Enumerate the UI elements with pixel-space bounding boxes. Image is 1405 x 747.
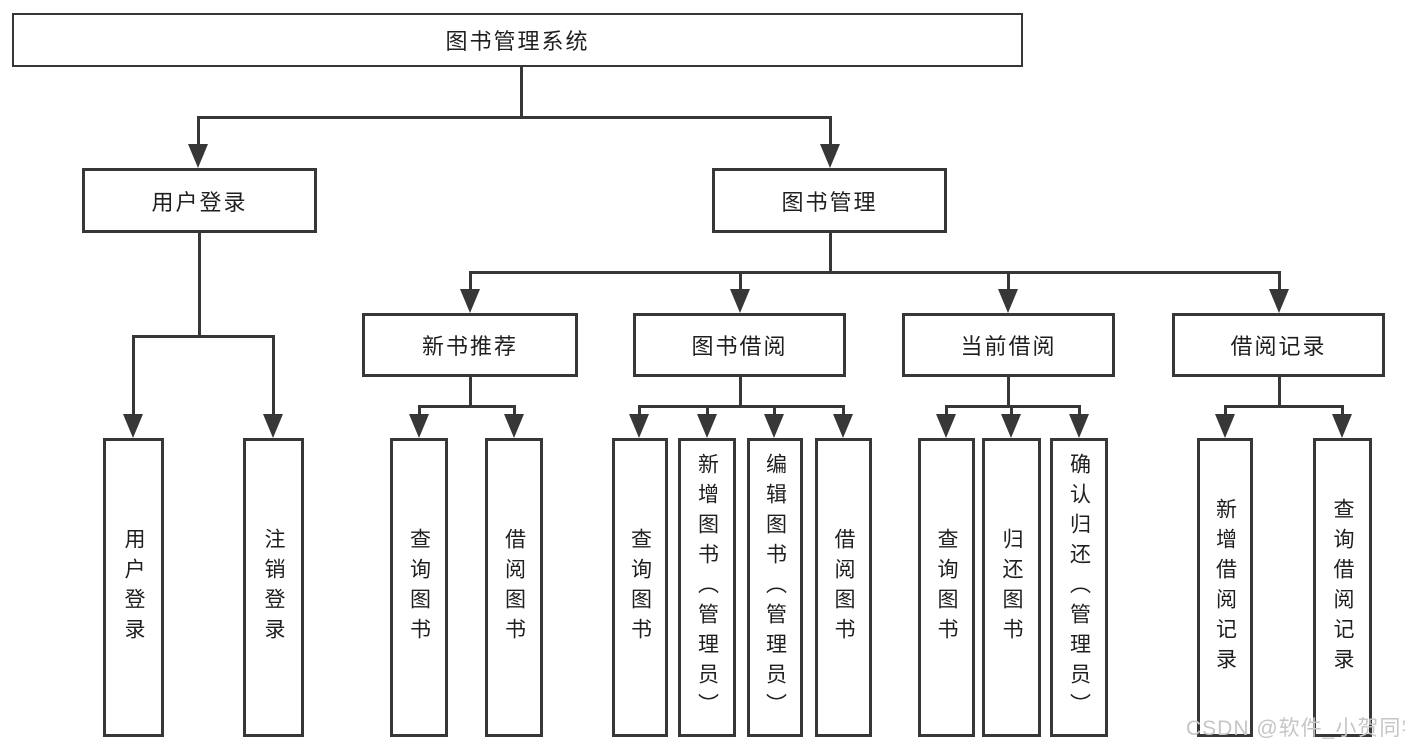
node-label: 查询图书	[407, 527, 431, 648]
leaf-add-borrow-record: 新增借阅记录	[1197, 438, 1253, 737]
connector-line-horizontal	[196, 115, 832, 119]
connector-line-horizontal	[131, 334, 275, 338]
connector-line-vertical	[944, 406, 948, 414]
connector-line-vertical	[738, 272, 742, 289]
node-label: 归还图书	[1000, 527, 1023, 648]
arrow-down-icon	[1001, 414, 1021, 438]
node-label: 用户登录	[151, 189, 248, 215]
node-label: 当前借阅	[960, 334, 1057, 359]
node-borrowing-records: 借阅记录	[1172, 313, 1385, 377]
arrow-down-icon	[936, 414, 956, 438]
connector-line-vertical	[738, 377, 742, 408]
node-label: 图书借阅	[691, 334, 788, 359]
leaf-user-login: 用户登录	[103, 438, 164, 737]
leaf-logout: 注销登录	[243, 438, 304, 737]
node-label: 查询借阅记录	[1331, 497, 1354, 678]
node-label: 新增借阅记录	[1213, 497, 1237, 678]
connector-line-vertical	[705, 406, 709, 414]
connector-line-vertical	[512, 406, 516, 414]
node-label: 确认归还（管理员）	[1067, 452, 1091, 723]
node-label: 用户登录	[122, 527, 145, 648]
arrow-down-icon	[629, 414, 649, 438]
connector-line-vertical	[271, 336, 275, 414]
node-label: 图书管理	[781, 189, 878, 215]
connector-line-vertical	[519, 67, 523, 119]
leaf-query-borrow-record: 查询借阅记录	[1313, 438, 1372, 737]
connector-line-vertical	[1340, 406, 1344, 414]
arrow-down-icon	[460, 289, 480, 313]
node-label: 借阅记录	[1230, 334, 1327, 359]
leaf-confirm-return-admin: 确认归还（管理员）	[1050, 438, 1108, 737]
connector-line-horizontal	[417, 404, 516, 408]
arrow-down-icon	[123, 414, 143, 438]
leaf-query-books-recommend: 查询图书	[390, 438, 448, 737]
arrow-down-icon	[764, 414, 784, 438]
connector-line-vertical	[637, 406, 641, 414]
node-label: 查询图书	[935, 527, 958, 648]
node-label: 图书管理系统	[445, 29, 590, 54]
arrow-down-icon	[697, 414, 717, 438]
node-book-borrowing: 图书借阅	[633, 313, 846, 377]
connector-line-vertical	[468, 377, 472, 408]
leaf-edit-book-admin: 编辑图书（管理员）	[747, 438, 803, 737]
connector-line-vertical	[417, 406, 421, 414]
connector-line-vertical	[828, 233, 832, 274]
connector-line-vertical	[1009, 406, 1013, 414]
arrow-down-icon	[504, 414, 524, 438]
arrow-down-icon	[1332, 414, 1352, 438]
leaf-return-books: 归还图书	[982, 438, 1041, 737]
arrow-down-icon	[1215, 414, 1235, 438]
leaf-query-books-borrowing: 查询图书	[612, 438, 668, 737]
connector-line-horizontal	[944, 404, 1081, 408]
connector-line-vertical	[1223, 406, 1227, 414]
node-library-management-system: 图书管理系统	[12, 13, 1023, 67]
arrow-down-icon	[1069, 414, 1089, 438]
node-label: 新书推荐	[421, 334, 518, 359]
connector-line-horizontal	[1223, 404, 1344, 408]
node-label: 借阅图书	[502, 527, 526, 648]
leaf-borrow-books-recommend: 借阅图书	[485, 438, 543, 737]
connector-line-vertical	[772, 406, 776, 414]
connector-line-vertical	[1277, 377, 1281, 408]
arrow-down-icon	[730, 289, 750, 313]
connector-line-vertical	[1277, 272, 1281, 289]
arrow-down-icon	[998, 289, 1018, 313]
connector-line-horizontal	[468, 270, 1281, 274]
arrow-down-icon	[833, 414, 853, 438]
node-label: 借阅图书	[832, 527, 855, 648]
node-current-borrowing: 当前借阅	[902, 313, 1115, 377]
node-book-management: 图书管理	[712, 168, 947, 233]
connector-line-vertical	[131, 336, 135, 414]
arrow-down-icon	[409, 414, 429, 438]
node-user-login: 用户登录	[82, 168, 317, 233]
arrow-down-icon	[188, 144, 208, 168]
connector-line-vertical	[1077, 406, 1081, 414]
connector-line-vertical	[1006, 272, 1010, 289]
arrow-down-icon	[820, 144, 840, 168]
csdn-watermark: CSDN @软件_小贺同学	[1186, 717, 1405, 740]
connector-line-horizontal	[637, 404, 845, 408]
node-label: 注销登录	[262, 527, 285, 648]
connector-line-vertical	[196, 117, 200, 144]
node-label: 查询图书	[628, 527, 652, 648]
arrow-down-icon	[1269, 289, 1289, 313]
node-label: 新增图书（管理员）	[695, 452, 719, 723]
connector-line-vertical	[197, 233, 201, 338]
arrow-down-icon	[263, 414, 283, 438]
connector-line-vertical	[468, 272, 472, 289]
leaf-add-book-admin: 新增图书（管理员）	[678, 438, 736, 737]
node-new-book-recommendation: 新书推荐	[362, 313, 578, 377]
connector-line-vertical	[828, 117, 832, 144]
node-label: 编辑图书（管理员）	[763, 452, 787, 723]
leaf-query-books-current: 查询图书	[918, 438, 975, 737]
leaf-borrow-books-borrowing: 借阅图书	[815, 438, 872, 737]
connector-line-vertical	[1006, 377, 1010, 408]
connector-line-vertical	[841, 406, 845, 414]
